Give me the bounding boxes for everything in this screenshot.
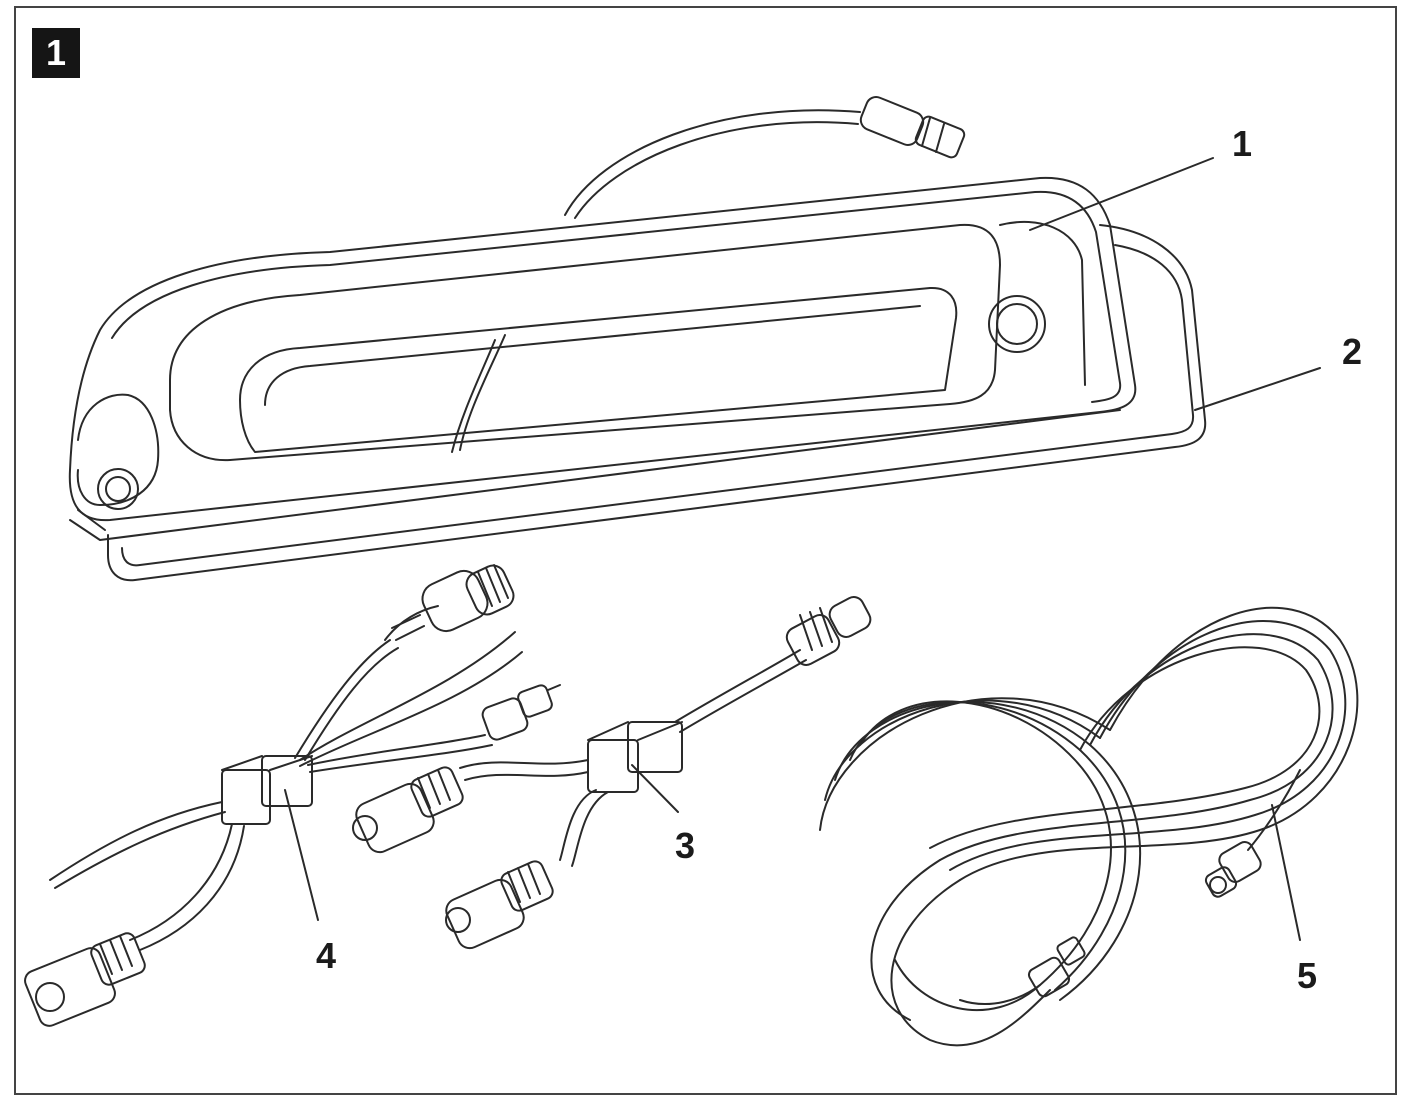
figure-number-badge: 1 <box>32 28 80 78</box>
extension-cable-coil <box>819 606 1359 1047</box>
callout-4: 4 <box>316 935 337 976</box>
callout-5: 5 <box>1297 955 1318 996</box>
figure-frame <box>14 6 1397 1095</box>
leader-line-3 <box>631 764 679 813</box>
power-harness <box>24 564 561 1027</box>
leader-line-1 <box>1029 157 1214 231</box>
callout-1: 1 <box>1232 123 1253 164</box>
leader-line-4 <box>284 789 319 921</box>
callout-3: 3 <box>675 825 696 866</box>
tailgate-handle-camera <box>68 96 1207 582</box>
leader-line-2 <box>1194 367 1321 411</box>
leader-line-5 <box>1271 804 1301 941</box>
callout-2: 2 <box>1342 331 1363 372</box>
callout-leader-lines <box>284 157 1321 941</box>
y-splitter-cable <box>352 596 872 950</box>
